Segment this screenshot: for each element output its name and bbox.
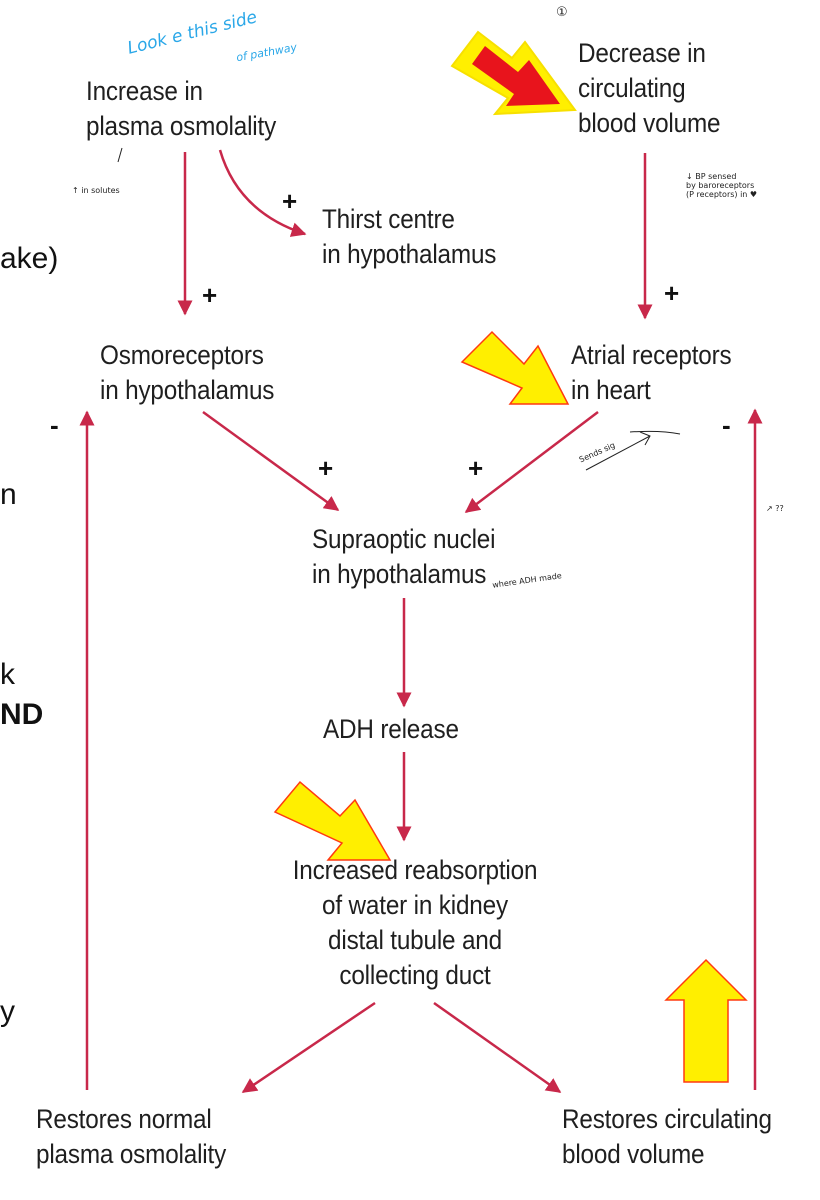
highlight-arrow-top-core bbox=[472, 46, 560, 106]
cut-text-y: y bbox=[0, 995, 15, 1028]
cut-text-ake: ake) bbox=[0, 242, 59, 275]
sign-osmoreceptors-plus: + bbox=[202, 280, 218, 310]
node-thirst-centre: Thirst centre in hypothalamus bbox=[322, 204, 497, 269]
node-increased-reabsorption: Increased reabsorption of water in kidne… bbox=[292, 855, 538, 990]
sign-supraoptic-left-plus: + bbox=[318, 453, 334, 483]
node-restores-osmolality: Restores normal plasma osmolality bbox=[36, 1104, 227, 1169]
pen-arrow-sends-signal bbox=[585, 430, 681, 471]
annotation-circled-one: ① bbox=[556, 5, 568, 20]
annotation-bp-sensed: ↓ BP sensed by baroreceptors (P receptor… bbox=[686, 172, 758, 199]
arrow-osmolality-to-thirst bbox=[218, 149, 307, 237]
annotation-solutes: ↑ in solutes bbox=[72, 186, 120, 195]
cut-text-nd: ND bbox=[0, 698, 44, 731]
sign-feedback-left-minus: - bbox=[50, 410, 59, 440]
node-atrial-receptors: Atrial receptors in heart bbox=[571, 340, 732, 405]
node-osmoreceptors: Osmoreceptors in hypothalamus bbox=[100, 340, 275, 405]
sign-atrial-plus: + bbox=[664, 278, 680, 308]
highlight-arrow-atrial bbox=[460, 330, 570, 405]
pen-arrow-osmolality bbox=[117, 147, 123, 163]
node-supraoptic-nuclei: Supraoptic nuclei in hypothalamus bbox=[312, 524, 496, 589]
arrow-reabsorption-to-osmolality bbox=[241, 1001, 376, 1094]
sign-supraoptic-right-plus: + bbox=[468, 453, 484, 483]
highlight-arrow-restore bbox=[664, 958, 748, 1083]
annotation-small-arrow: ↗ ?? bbox=[766, 504, 784, 513]
cut-text-n: n bbox=[0, 478, 17, 511]
node-decrease-blood-volume: Decrease in circulating blood volume bbox=[578, 38, 721, 138]
sign-feedback-right-minus: - bbox=[722, 410, 731, 440]
cut-text-k: k bbox=[0, 658, 15, 691]
node-restores-volume: Restores circulating blood volume bbox=[562, 1104, 772, 1169]
arrow-osmoreceptors-to-supraoptic bbox=[202, 410, 340, 512]
node-increase-plasma-osmolality: Increase in plasma osmolality bbox=[86, 76, 277, 141]
arrow-atrial-to-supraoptic bbox=[464, 411, 599, 513]
arrow-reabsorption-to-volume bbox=[433, 1001, 562, 1094]
sign-thirst-plus: + bbox=[282, 186, 298, 216]
node-adh-release: ADH release bbox=[323, 714, 459, 744]
highlight-arrow-reabsorption bbox=[273, 780, 392, 861]
